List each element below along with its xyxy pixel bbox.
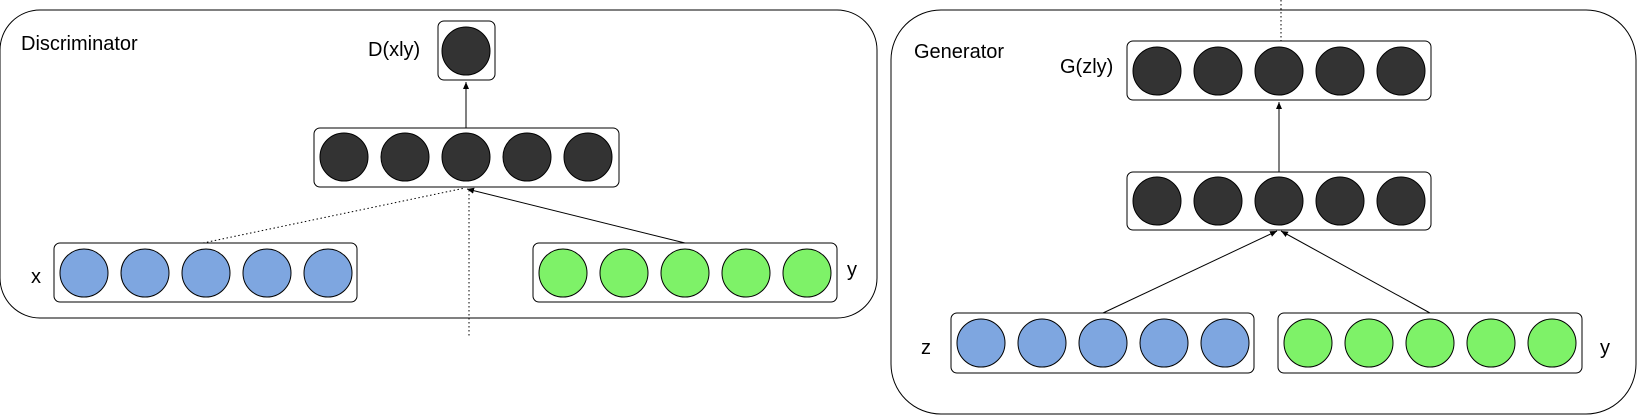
discriminator-y-node-1 — [538, 248, 588, 298]
discriminator-x-node-4 — [242, 248, 292, 298]
generator-y-label: y — [1600, 337, 1610, 359]
generator-y-layer — [1283, 318, 1577, 368]
discriminator-x-node-1 — [59, 248, 109, 298]
generator-output-node-4 — [1315, 46, 1365, 96]
generator-y-node-2 — [1344, 318, 1394, 368]
generator-z-node-3 — [1078, 318, 1128, 368]
generator-title: Generator — [914, 41, 1004, 63]
generator-z-node-2 — [1017, 318, 1067, 368]
discriminator-y-node-4 — [721, 248, 771, 298]
discriminator-x-label: x — [31, 266, 41, 288]
discriminator-x-node-5 — [303, 248, 353, 298]
generator-z-to-hidden-edge — [1102, 230, 1278, 314]
discriminator-x-to-hidden-edge — [202, 187, 466, 244]
discriminator-hidden-node-5 — [563, 132, 613, 182]
generator-panel: Generator G(zly) z y — [890, 0, 1637, 415]
discriminator-y-layer — [538, 248, 832, 298]
discriminator-title: Discriminator — [21, 33, 138, 55]
discriminator-x-node-2 — [120, 248, 170, 298]
discriminator-hidden-node-3 — [441, 132, 491, 182]
discriminator-output-label: D(xly) — [368, 39, 420, 61]
generator-hidden-node-3 — [1254, 176, 1304, 226]
discriminator-hidden-node-2 — [380, 132, 430, 182]
generator-y-node-4 — [1466, 318, 1516, 368]
generator-hidden-node-5 — [1376, 176, 1426, 226]
generator-z-node-5 — [1200, 318, 1250, 368]
discriminator-y-node-2 — [599, 248, 649, 298]
discriminator-hidden-node-4 — [502, 132, 552, 182]
generator-hidden-node-2 — [1193, 176, 1243, 226]
discriminator-x-layer — [59, 248, 353, 298]
discriminator-hidden-node-1 — [319, 132, 369, 182]
generator-output-node-5 — [1376, 46, 1426, 96]
generator-output-node-2 — [1193, 46, 1243, 96]
generator-hidden-node-1 — [1132, 176, 1182, 226]
discriminator-y-node-5 — [782, 248, 832, 298]
discriminator-y-to-hidden-edge — [466, 187, 686, 244]
generator-output-label: G(zly) — [1060, 56, 1113, 78]
generator-hidden-node-4 — [1315, 176, 1365, 226]
generator-hidden-layer — [1132, 176, 1426, 226]
generator-z-node-4 — [1139, 318, 1189, 368]
generator-z-node-1 — [956, 318, 1006, 368]
discriminator-hidden-layer — [319, 132, 613, 182]
generator-z-layer — [956, 318, 1250, 368]
discriminator-panel: Discriminator D(xly) x y — [0, 9, 878, 338]
generator-output-node-3 — [1254, 46, 1304, 96]
generator-y-node-3 — [1405, 318, 1455, 368]
generator-output-layer — [1132, 46, 1426, 96]
generator-y-to-hidden-edge — [1280, 230, 1431, 314]
generator-z-label: z — [921, 337, 931, 359]
discriminator-y-label: y — [847, 259, 857, 281]
generator-y-node-1 — [1283, 318, 1333, 368]
discriminator-output-node-1 — [441, 26, 491, 76]
discriminator-output-layer — [441, 26, 491, 76]
discriminator-x-node-3 — [181, 248, 231, 298]
generator-y-node-5 — [1527, 318, 1577, 368]
generator-output-node-1 — [1132, 46, 1182, 96]
discriminator-y-node-3 — [660, 248, 710, 298]
